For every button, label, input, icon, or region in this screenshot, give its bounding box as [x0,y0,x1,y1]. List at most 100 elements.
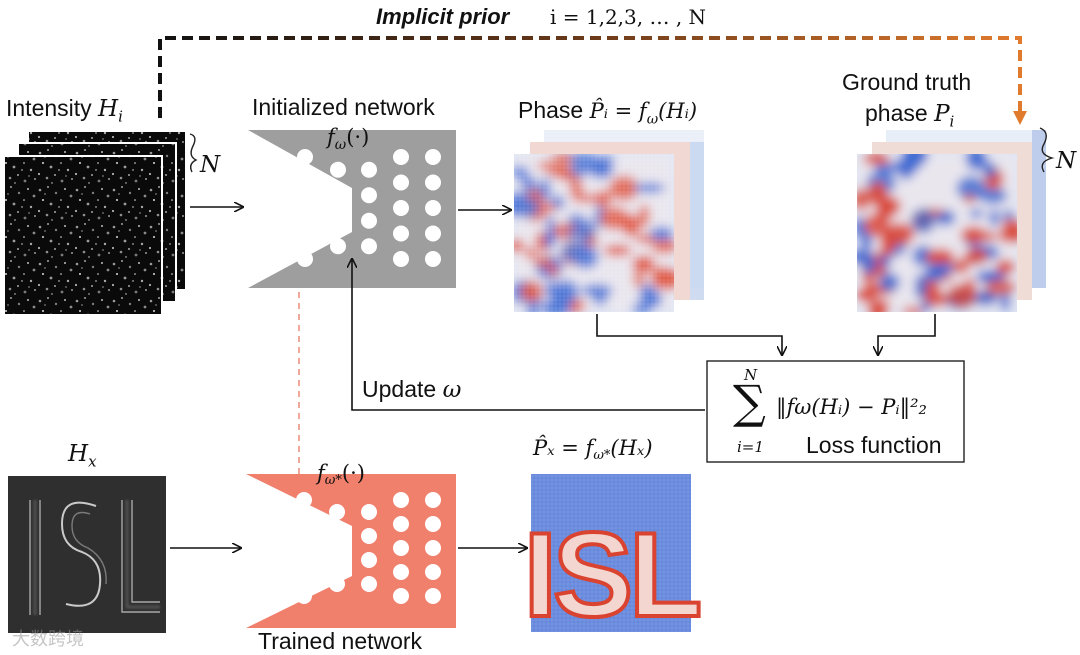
ground-truth-label-line1: Ground truth [842,69,972,95]
predicted-phase-stack [514,130,704,312]
network-node [361,576,377,592]
network-node [262,540,278,556]
network-node [264,149,280,165]
network-node [329,576,345,592]
network-node [425,174,441,191]
trained-network-function: fω*(·) [317,461,365,488]
network-node [425,251,441,267]
ground-truth-stack-count: N [1056,148,1077,174]
network-node [361,552,377,568]
phase-blob [880,231,895,257]
phase-blob [972,289,999,306]
phase-blob [978,187,1008,205]
arrow-groundtruth-to-loss [878,314,936,354]
network-node [297,200,313,216]
phase-blob [898,157,914,180]
network-node [361,504,377,520]
reconstructed-phase-letters: ISL [524,508,699,642]
phase-blob [935,212,950,226]
intensity-label: Intensity Hi [6,95,123,126]
network-node [393,540,409,556]
phase-blob [857,287,878,303]
network-node [330,238,346,255]
network-node [296,588,312,604]
phase-blob [952,259,970,274]
network-node [329,504,345,520]
loss-function-box [706,360,965,463]
phase-blob [914,277,928,299]
phase-blob [879,272,900,292]
network-node [296,492,312,508]
phase-blob [874,163,898,174]
trained-network-shape [246,474,456,628]
phase-blob [1002,209,1014,222]
phase-blob [861,253,877,275]
phase-blob [995,259,1016,275]
network-node [393,149,409,165]
reconstructed-phase-image [531,474,691,632]
phase-blob [1000,289,1011,312]
phase-blob [963,193,976,204]
phase-blob [965,154,987,171]
network-node [393,564,409,580]
phase-blob [985,279,1016,295]
loss-expression: ‖fω(Hᵢ) − Pᵢ‖²₂ [776,395,927,419]
network-node [393,492,409,508]
intensity-stack-brace [189,133,198,173]
update-weights-label: Update ω [362,376,462,403]
intensity-symbol: H [98,96,119,122]
initialized-network-title: Initialized network [252,94,435,120]
phase-blob [857,216,865,239]
watermark: 大数跨境 [12,629,84,650]
phase-blob [956,176,986,201]
ground-truth-label-line2: phase Pi [865,100,955,131]
intensity-image-stack [3,130,187,316]
network-node [262,588,278,604]
predicted-phase-label: Phase P̂ᵢ = fω(Hᵢ) [518,97,698,128]
phase-blob [872,299,890,312]
network-node [425,516,441,532]
trained-network-title: Trained network [258,628,423,654]
phase-blob [989,209,1000,227]
network-node [361,161,377,178]
phase-blob [901,306,924,312]
arrow-update-weights [352,260,705,411]
implicit-prior-label: Implicit prior [376,4,510,29]
phase-blob [925,248,955,266]
network-node [425,588,441,604]
phase-blob [857,188,871,211]
network-node [425,540,441,556]
phase-blob [960,226,987,244]
phase-blob [926,263,957,275]
phase-blob [911,208,936,234]
initialized-network-nodes [264,149,441,267]
network-node [296,516,312,532]
implicit-prior-arrow [158,36,1027,125]
implicit-prior-index: i = 1,2,3, … , N [550,5,707,29]
intensity-stack-count: N [200,152,221,178]
initialized-network-function: fω(·) [327,125,370,154]
network-node [425,200,441,216]
network-node [393,588,409,604]
network-node [262,516,278,532]
trained-network-nodes [262,492,441,604]
network-node [393,516,409,532]
network-node [330,187,346,204]
network-node [297,251,313,267]
test-input-image [8,476,166,633]
loss-sum-lower: i=1 [737,438,764,456]
loss-sum-symbol: ∑ [733,375,766,429]
network-node [425,225,441,242]
ground-truth-stack-brace [1039,127,1055,173]
network-node [264,251,280,267]
phase-blob [969,209,984,218]
reconstructed-phase-equation: P̂ₓ = fω*(Hₓ) [533,436,653,463]
test-input-label: Hx [68,441,97,471]
network-node [361,528,377,544]
network-node [425,492,441,508]
loss-sum-upper: N [744,366,758,384]
network-node [425,564,441,580]
network-node [262,492,278,508]
phase-blob [862,154,891,166]
